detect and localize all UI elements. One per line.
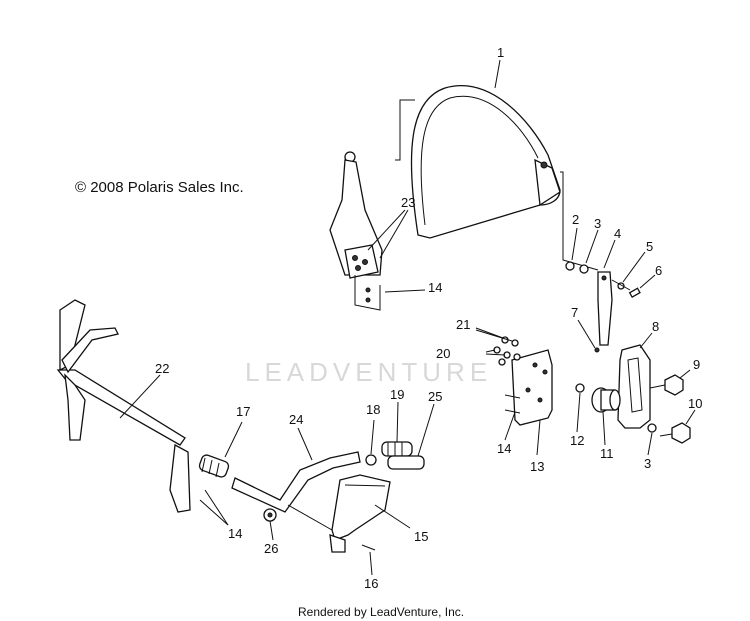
callout-21: 21 bbox=[456, 317, 470, 332]
leader-rod-1 bbox=[560, 171, 599, 271]
callout-3-lower: 3 bbox=[644, 456, 651, 471]
callout-1: 1 bbox=[497, 45, 504, 60]
callout-10: 10 bbox=[688, 396, 702, 411]
callout-26: 26 bbox=[264, 541, 278, 556]
leader-6 bbox=[639, 274, 656, 289]
pedal-15 bbox=[329, 474, 391, 553]
callout-22: 22 bbox=[155, 361, 169, 376]
callout-11: 11 bbox=[600, 446, 614, 461]
leader-20b bbox=[485, 353, 506, 356]
leader-18 bbox=[370, 419, 375, 455]
callout-15: 15 bbox=[414, 529, 428, 544]
leader-15 bbox=[374, 504, 411, 529]
callout-5: 5 bbox=[646, 239, 653, 254]
leader-line-1 bbox=[494, 59, 501, 89]
leader-24 bbox=[297, 427, 313, 461]
bolt-6 bbox=[628, 287, 641, 298]
callout-25: 25 bbox=[428, 389, 442, 404]
leader-14-low-b bbox=[204, 489, 229, 526]
grip-19 bbox=[381, 441, 413, 457]
callout-14-mid: 14 bbox=[497, 441, 511, 456]
leader-13 bbox=[536, 419, 541, 456]
watermark-text: LEADVENTURE bbox=[245, 357, 492, 387]
nut-12 bbox=[575, 383, 585, 393]
leader-19 bbox=[396, 401, 399, 443]
leader-4 bbox=[603, 239, 616, 269]
callout-18: 18 bbox=[366, 402, 380, 417]
screw-14-mid-b bbox=[504, 409, 521, 414]
leader-21a bbox=[475, 327, 504, 339]
leader-22 bbox=[119, 374, 161, 419]
washer-3-lower bbox=[647, 423, 657, 433]
footer-text: Rendered by LeadVenture, Inc. bbox=[298, 605, 464, 619]
clamp-26 bbox=[263, 508, 277, 522]
screw-16 bbox=[361, 544, 376, 551]
handlebar-frame-22 bbox=[56, 299, 191, 513]
callout-3: 3 bbox=[594, 216, 601, 231]
callout-17: 17 bbox=[236, 404, 250, 419]
washer-3 bbox=[579, 264, 589, 274]
callout-19: 19 bbox=[390, 387, 404, 402]
callout-9: 9 bbox=[693, 357, 700, 372]
leader-26 bbox=[269, 520, 274, 541]
leader-9 bbox=[679, 369, 691, 379]
leader-23a bbox=[367, 209, 406, 251]
leader-14-top bbox=[384, 289, 426, 293]
callout-7: 7 bbox=[571, 305, 578, 320]
leader-23b bbox=[379, 209, 409, 259]
leader-bracket-1 bbox=[395, 99, 415, 161]
callout-8: 8 bbox=[652, 319, 659, 334]
callout-14-top: 14 bbox=[428, 280, 442, 295]
leader-5 bbox=[622, 251, 646, 283]
callout-23: 23 bbox=[401, 195, 415, 210]
leader-2 bbox=[571, 227, 578, 261]
callout-20: 20 bbox=[436, 346, 450, 361]
knob-9 bbox=[649, 374, 684, 396]
leader-21b bbox=[475, 329, 513, 342]
leader-14-mid bbox=[504, 411, 516, 441]
leader-25 bbox=[417, 403, 435, 457]
callout-24: 24 bbox=[289, 412, 303, 427]
washer-2 bbox=[565, 261, 575, 271]
link-bracket-4 bbox=[597, 271, 613, 346]
backrest-pad bbox=[410, 85, 561, 239]
arm-cover-8 bbox=[617, 344, 651, 429]
adjuster-mechanism bbox=[329, 151, 383, 311]
bumper-11 bbox=[591, 387, 621, 413]
leader-12 bbox=[576, 392, 581, 433]
grip-17 bbox=[198, 454, 230, 478]
leader-3-lower bbox=[647, 432, 653, 456]
plate-bracket-13 bbox=[511, 349, 553, 426]
copyright-text: © 2008 Polaris Sales Inc. bbox=[75, 179, 244, 196]
leader-dash-15 bbox=[287, 504, 333, 531]
leader-8 bbox=[639, 332, 653, 349]
leader-7 bbox=[577, 319, 596, 349]
callout-13: 13 bbox=[530, 459, 544, 474]
sleeve-25 bbox=[387, 455, 425, 470]
leader-20a bbox=[485, 349, 496, 353]
fasteners-20-21 bbox=[493, 336, 521, 366]
leader-11 bbox=[602, 411, 606, 446]
callout-14-low: 14 bbox=[228, 526, 242, 541]
leader-17 bbox=[224, 421, 243, 458]
leader-3 bbox=[585, 229, 599, 264]
cap-18 bbox=[365, 454, 377, 466]
callout-4: 4 bbox=[614, 226, 621, 241]
leader-10 bbox=[685, 409, 696, 425]
callout-6: 6 bbox=[655, 263, 662, 278]
callout-16: 16 bbox=[364, 576, 378, 591]
tube-24 bbox=[231, 451, 361, 513]
leader-14-low-a bbox=[199, 499, 229, 526]
screw-14-mid-a bbox=[504, 394, 521, 399]
leader-16 bbox=[369, 551, 373, 576]
leader-dash-5 bbox=[611, 279, 631, 291]
knob-10 bbox=[659, 422, 691, 444]
pin-7 bbox=[594, 347, 600, 353]
callout-12: 12 bbox=[570, 433, 584, 448]
callout-2: 2 bbox=[572, 212, 579, 227]
